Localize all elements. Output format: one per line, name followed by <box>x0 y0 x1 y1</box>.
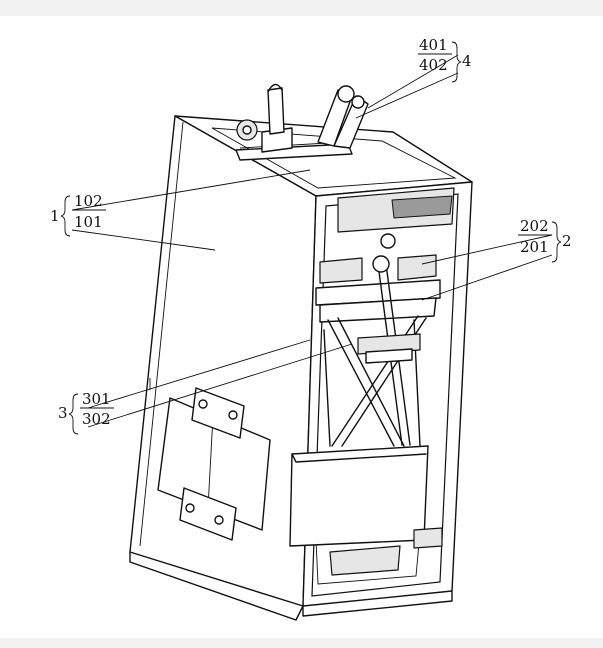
drawer-latch <box>413 527 443 549</box>
side-door <box>157 387 271 541</box>
lower-hinge-block <box>179 487 237 541</box>
label-202: 202 <box>520 217 549 235</box>
label-101: 101 <box>74 213 103 231</box>
brace-4 <box>451 41 462 83</box>
housing-bottom-front <box>302 590 453 617</box>
leader-302 <box>87 343 353 428</box>
label-302: 302 <box>82 410 111 428</box>
label-201: 201 <box>520 238 549 256</box>
lever-pivot <box>351 95 365 109</box>
leader-101 <box>71 229 216 251</box>
label-group-2: 2 <box>562 232 572 250</box>
scissor-arm <box>337 317 405 447</box>
rack-base <box>235 143 353 161</box>
block-right-202 <box>397 254 437 281</box>
label-402: 402 <box>419 56 448 74</box>
leader-102 <box>71 169 311 211</box>
drawer-lip <box>291 453 427 463</box>
middle-bracket-302 <box>365 348 413 364</box>
leader-201 <box>421 254 553 301</box>
label-401: 401 <box>419 36 448 54</box>
pivot-nut <box>380 233 396 249</box>
top-mechanism <box>235 83 369 161</box>
patent-diagram: 401 402 4 102 101 1 202 201 2 301 302 3 <box>50 36 572 621</box>
leader-402 <box>355 72 459 119</box>
internal-mechanism <box>289 187 455 549</box>
label-102: 102 <box>74 192 103 210</box>
guide-post <box>323 329 331 447</box>
lever-arm-402 <box>333 95 369 149</box>
link-pivot <box>372 255 390 273</box>
bolt <box>214 515 224 525</box>
label-group-1: 1 <box>50 207 60 225</box>
bottom-tray <box>329 545 401 576</box>
leader-301 <box>87 339 311 409</box>
bolt <box>198 399 208 409</box>
side-door-seam <box>207 415 214 509</box>
carrier-plate-lower <box>319 297 437 323</box>
block-left <box>319 257 363 284</box>
leader-202 <box>421 234 553 265</box>
braces <box>60 41 562 435</box>
label-301: 301 <box>82 390 111 408</box>
upper-slide <box>391 195 453 219</box>
drawing-sheet: 401 402 4 102 101 1 202 201 2 301 302 3 <box>0 16 603 638</box>
label-group-3: 3 <box>58 404 68 422</box>
brace-2 <box>551 221 562 263</box>
bolt <box>228 410 238 420</box>
gear-hub <box>242 125 252 135</box>
leader-lines <box>71 53 553 428</box>
handle-post <box>267 87 285 135</box>
brace-1 <box>60 195 71 237</box>
leader-401 <box>367 54 459 109</box>
handle-loop <box>267 83 283 93</box>
bolt <box>185 503 195 513</box>
housing-bottom-edge <box>129 551 304 621</box>
brace-3 <box>68 393 79 435</box>
reference-labels: 401 402 4 102 101 1 202 201 2 301 302 3 <box>50 36 572 428</box>
scissor-arm <box>327 319 395 447</box>
carrier-plate-201 <box>315 279 441 306</box>
label-group-4: 4 <box>462 52 472 70</box>
lever-pivot <box>337 85 355 103</box>
